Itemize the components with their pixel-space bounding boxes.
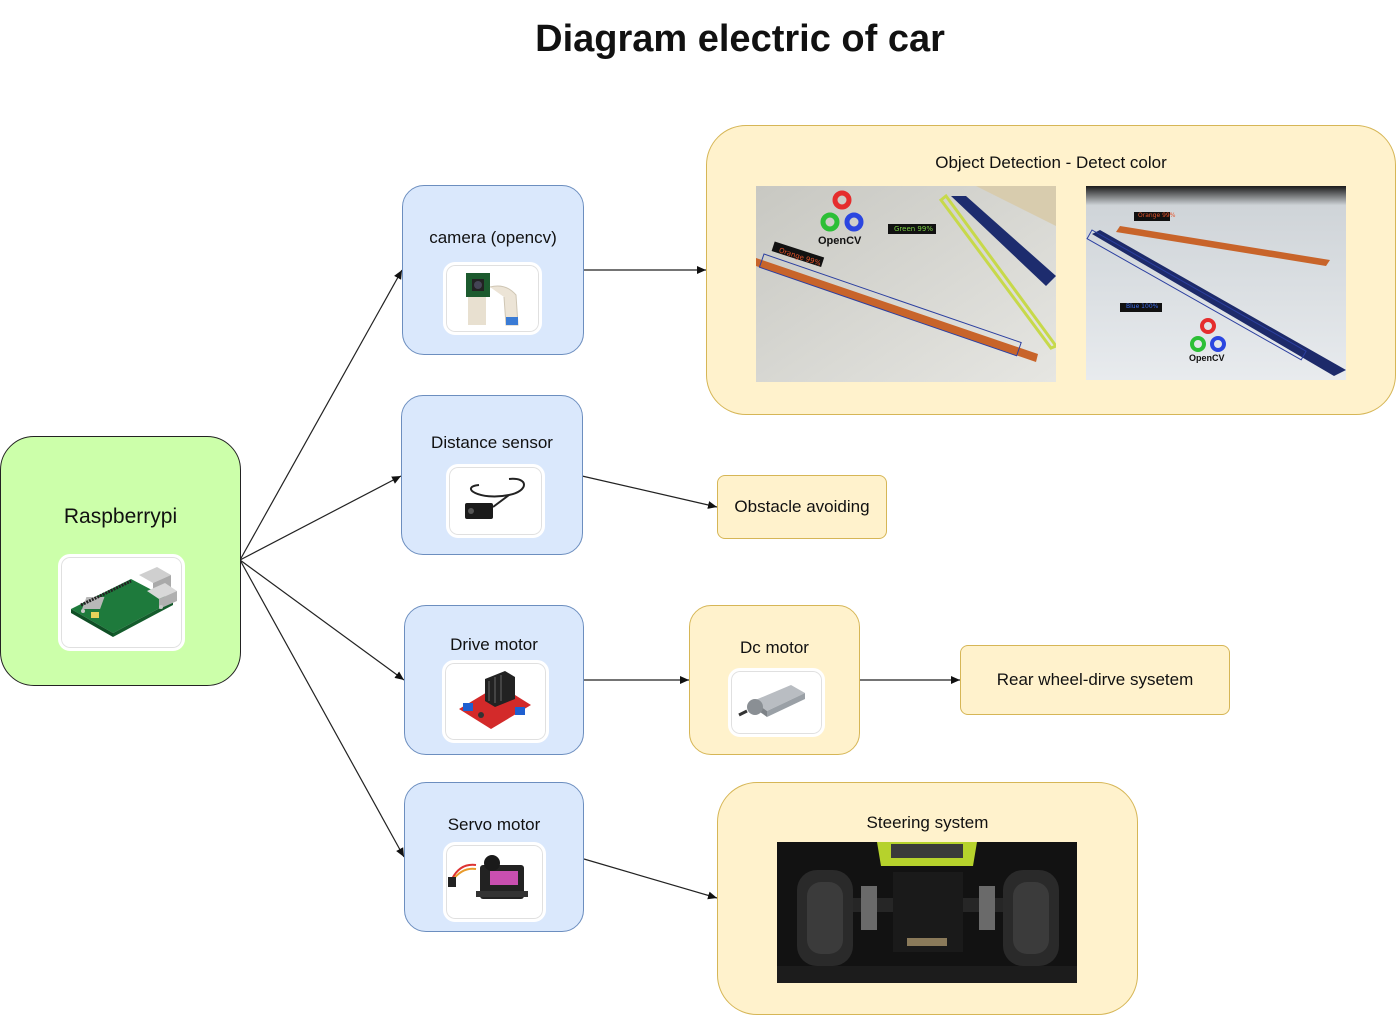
- dc-motor-node[interactable]: Dc motor: [689, 605, 860, 755]
- edge-raspberrypi-camera: [239, 269, 403, 561]
- distance-sensor-label: Distance sensor: [431, 433, 553, 452]
- steering-system-label: Steering system: [866, 813, 989, 832]
- dc-motor-icon: [728, 668, 825, 737]
- raspberry-pi-board-icon: [58, 554, 185, 651]
- drive-motor-node[interactable]: Drive motor: [404, 605, 584, 755]
- detection-tag-orange-2: Orange 99%: [1138, 212, 1176, 219]
- rear-wheel-drive-node[interactable]: Rear wheel-dirve sysetem: [960, 645, 1230, 715]
- camera-module-icon: [443, 262, 542, 335]
- edge-raspberrypi-servo: [239, 559, 405, 858]
- camera-label: camera (opencv): [429, 228, 557, 247]
- distance-sensor-node[interactable]: Distance sensor: [401, 395, 583, 555]
- detection-photo-1: Orange 99% Green 99% OpenCV: [756, 186, 1056, 382]
- raspberrypi-label: Raspberrypi: [63, 505, 178, 528]
- ultrasonic-sensor-icon: [446, 464, 545, 538]
- servo-motor-label: Servo motor: [447, 815, 541, 834]
- opencv-logo-text-2: OpenCV: [1189, 353, 1225, 363]
- object-detection-node[interactable]: Object Detection - Detect color Orange 9…: [706, 125, 1396, 415]
- raspberrypi-node[interactable]: Raspberrypi: [0, 436, 241, 686]
- edge-raspberrypi-distance: [239, 475, 402, 561]
- edge-servo-steering: [583, 858, 718, 900]
- edge-distance-obstacle: [581, 475, 718, 509]
- servo-icon: [443, 842, 546, 922]
- detection-tag-blue: Blue 100%: [1126, 303, 1159, 310]
- detection-photo-2: Orange 99% Blue 100% OpenCV: [1086, 186, 1346, 380]
- obstacle-avoiding-label: Obstacle avoiding: [734, 497, 870, 516]
- page-title: Diagram electric of car: [535, 18, 945, 60]
- object-detection-label: Object Detection - Detect color: [935, 153, 1167, 172]
- rc-car-chassis-photo: [777, 842, 1077, 983]
- detection-tag-green: Green 99%: [894, 225, 933, 233]
- servo-motor-node[interactable]: Servo motor: [404, 782, 584, 932]
- opencv-logo-text-1: OpenCV: [818, 235, 862, 247]
- dc-motor-label: Dc motor: [740, 638, 809, 657]
- steering-system-node[interactable]: Steering system: [717, 782, 1138, 1015]
- camera-node[interactable]: camera (opencv): [402, 185, 584, 355]
- obstacle-avoiding-node[interactable]: Obstacle avoiding: [717, 475, 887, 539]
- drive-motor-label: Drive motor: [450, 635, 538, 654]
- rear-wheel-drive-label: Rear wheel-dirve sysetem: [996, 670, 1194, 689]
- motor-driver-board-icon: [442, 660, 549, 743]
- edge-raspberrypi-drive: [239, 559, 405, 681]
